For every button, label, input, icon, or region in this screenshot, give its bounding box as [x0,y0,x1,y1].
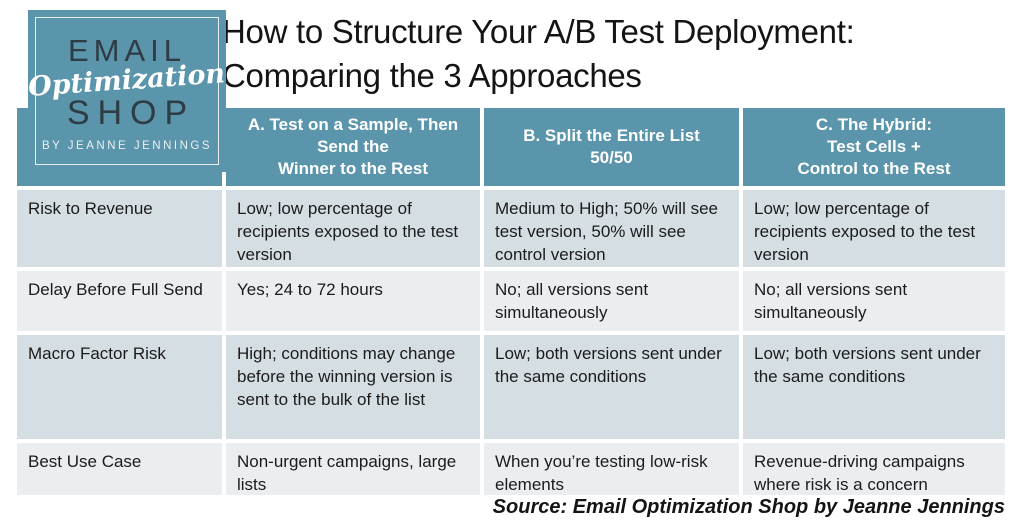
header-cell-approach-a: A. Test on a Sample, Then Send the Winne… [226,108,480,186]
cell-macro-approach-b: Low; both versions sent under the same c… [484,335,739,439]
row-label-macro-factor-risk: Macro Factor Risk [17,335,222,439]
cell-risk-approach-c: Low; low percentage of recipients expose… [743,190,1005,267]
cell-bestuse-approach-b: When you’re testing low-risk elements [484,443,739,495]
header-a-line2: Send the [317,137,389,156]
cell-macro-approach-a: High; conditions may change before the w… [226,335,480,439]
header-a-line1: A. Test on a Sample, Then [247,115,459,134]
logo-word-email: EMAIL [67,32,187,68]
header-c-line3: Control to the Rest [797,159,951,178]
header-c-line1: C. The Hybrid: [815,115,933,134]
logo-word-optimization: Optimization [27,57,227,103]
page-title-line2: Comparing the 3 Approaches [222,57,642,94]
header-b-line2: 50/50 [590,148,633,167]
header-cell-approach-b: B. Split the Entire List 50/50 [484,108,739,186]
cell-delay-approach-b: No; all versions sent simultaneously [484,271,739,331]
page-title-line1: How to Structure Your A/B Test Deploymen… [222,13,855,50]
cell-delay-approach-a: Yes; 24 to 72 hours [226,271,480,331]
row-label-risk-to-revenue: Risk to Revenue [17,190,222,267]
email-optimization-shop-logo: EMAIL Optimization SHOP BY JEANNE JENNIN… [28,10,226,172]
header-c-line2: Test Cells + [827,137,921,156]
cell-macro-approach-c: Low; both versions sent under the same c… [743,335,1005,439]
source-attribution: Source: Email Optimization Shop by Jeann… [492,496,1005,518]
cell-bestuse-approach-c: Revenue-driving campaigns where risk is … [743,443,1005,495]
cell-delay-approach-c: No; all versions sent simultaneously [743,271,1005,331]
cell-bestuse-approach-a: Non-urgent campaigns, large lists [226,443,480,495]
header-cell-approach-c: C. The Hybrid: Test Cells + Control to t… [743,108,1005,186]
comparison-table: A. Test on a Sample, Then Send the Winne… [17,108,1005,495]
row-label-best-use-case: Best Use Case [17,443,222,495]
header-a-line3: Winner to the Rest [277,159,429,178]
row-label-delay-before-full-send: Delay Before Full Send [17,271,222,331]
page-title: How to Structure Your A/B Test Deploymen… [222,10,855,98]
cell-risk-approach-b: Medium to High; 50% will see test versio… [484,190,739,267]
cell-risk-approach-a: Low; low percentage of recipients expose… [226,190,480,267]
logo-tagline: BY JEANNE JENNINGS [41,139,213,152]
logo-word-shop: SHOP [66,93,196,132]
header-b-line1: B. Split the Entire List [523,126,700,145]
